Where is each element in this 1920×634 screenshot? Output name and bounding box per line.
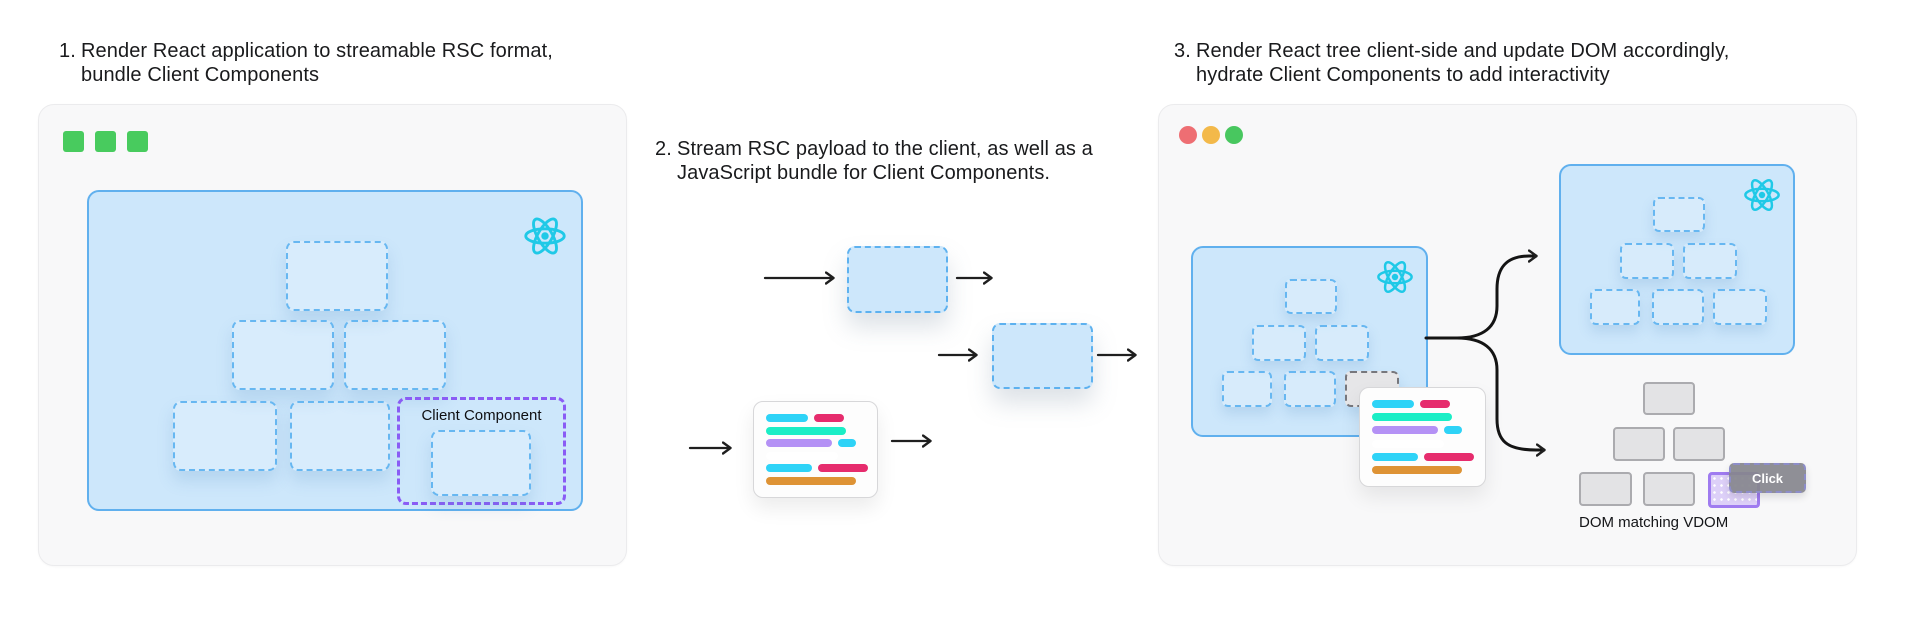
code-line bbox=[1372, 465, 1473, 474]
js-bundle-card bbox=[1359, 387, 1486, 487]
vdom-node bbox=[1620, 243, 1674, 279]
vdom-node bbox=[344, 320, 446, 390]
code-token-pill bbox=[1424, 452, 1474, 461]
window-square-icon bbox=[95, 131, 116, 152]
dom-node bbox=[1613, 427, 1665, 461]
vdom-node bbox=[232, 320, 334, 390]
react-logo-icon bbox=[524, 217, 566, 255]
code-token-pill bbox=[1444, 426, 1462, 435]
browser-window-controls bbox=[1179, 126, 1243, 144]
click-tooltip: Click bbox=[1729, 463, 1806, 493]
dom-node bbox=[1579, 472, 1632, 506]
code-token-pill bbox=[766, 464, 812, 473]
step3-number: 3. bbox=[1174, 40, 1191, 62]
step2-heading: 2. Stream RSC payload to the client, as … bbox=[655, 137, 1093, 185]
react-app-box-client bbox=[1191, 246, 1428, 437]
server-window-controls bbox=[63, 131, 148, 152]
code-line bbox=[1372, 426, 1473, 435]
code-line bbox=[766, 414, 865, 422]
code-line bbox=[1372, 439, 1473, 448]
close-icon bbox=[1179, 126, 1197, 144]
react-app-box-server: Client Component bbox=[87, 190, 583, 511]
step2-number: 2. bbox=[655, 138, 672, 160]
js-bundle-card bbox=[753, 401, 878, 498]
dom-caption: DOM matching VDOM bbox=[1579, 514, 1729, 531]
dom-node bbox=[1643, 382, 1695, 415]
step3-heading: 3. Render React tree client-side and upd… bbox=[1174, 39, 1729, 87]
vdom-node bbox=[1284, 371, 1336, 407]
rsc-payload-chunk bbox=[992, 323, 1093, 389]
code-token-pill bbox=[1372, 452, 1418, 461]
step2-title: Stream RSC payload to the client, as wel… bbox=[677, 138, 1093, 184]
vdom-node bbox=[1652, 289, 1704, 325]
step1-number: 1. bbox=[59, 40, 76, 62]
vdom-node bbox=[1590, 289, 1640, 325]
window-square-icon bbox=[63, 131, 84, 152]
vdom-node bbox=[1285, 279, 1337, 314]
server-window: Client Component bbox=[38, 104, 627, 566]
code-token-pill bbox=[766, 451, 838, 460]
code-token-pill bbox=[1420, 400, 1450, 408]
code-line bbox=[766, 464, 868, 473]
dom-node bbox=[1643, 472, 1695, 506]
code-token-pill bbox=[838, 439, 856, 448]
code-token-pill bbox=[1372, 400, 1414, 408]
vdom-node bbox=[1222, 371, 1272, 407]
code-token-pill bbox=[814, 414, 844, 422]
step3-title: Render React tree client-side and update… bbox=[1196, 40, 1730, 86]
vdom-node bbox=[1315, 325, 1369, 361]
code-line bbox=[766, 476, 865, 485]
vdom-node bbox=[431, 430, 531, 496]
client-component-label: Client Component bbox=[421, 407, 542, 424]
vdom-node bbox=[290, 401, 390, 471]
code-token-pill bbox=[766, 439, 832, 448]
client-component-box: Client Component bbox=[397, 397, 566, 505]
code-token-pill bbox=[818, 464, 868, 473]
minimize-icon bbox=[1202, 126, 1220, 144]
step1-heading: 1. Render React application to streamabl… bbox=[59, 39, 553, 87]
vdom-node bbox=[286, 241, 388, 311]
code-line bbox=[1372, 400, 1473, 408]
code-line bbox=[1372, 413, 1473, 422]
rsc-payload-chunk bbox=[847, 246, 948, 313]
vdom-node bbox=[1713, 289, 1767, 325]
react-tree-box bbox=[1559, 164, 1795, 355]
code-token-pill bbox=[1372, 439, 1444, 448]
code-token-pill bbox=[766, 476, 856, 485]
react-logo-icon bbox=[1744, 179, 1780, 211]
code-line bbox=[766, 426, 865, 435]
code-token-pill bbox=[766, 414, 808, 422]
code-token-pill bbox=[1372, 465, 1462, 474]
code-line bbox=[766, 451, 865, 460]
code-line bbox=[766, 439, 865, 448]
code-token-pill bbox=[1372, 426, 1438, 435]
vdom-node bbox=[1653, 197, 1705, 232]
maximize-icon bbox=[1225, 126, 1243, 144]
code-line bbox=[1372, 452, 1474, 461]
vdom-node bbox=[173, 401, 277, 471]
browser-window: Click DOM matching VDOM bbox=[1158, 104, 1857, 566]
vdom-node bbox=[1683, 243, 1737, 279]
code-token-pill bbox=[766, 426, 846, 435]
react-logo-icon bbox=[1377, 261, 1413, 293]
code-token-pill bbox=[1372, 413, 1452, 422]
dom-node bbox=[1673, 427, 1725, 461]
step1-title: Render React application to streamable R… bbox=[81, 40, 553, 86]
window-square-icon bbox=[127, 131, 148, 152]
vdom-node bbox=[1252, 325, 1306, 361]
